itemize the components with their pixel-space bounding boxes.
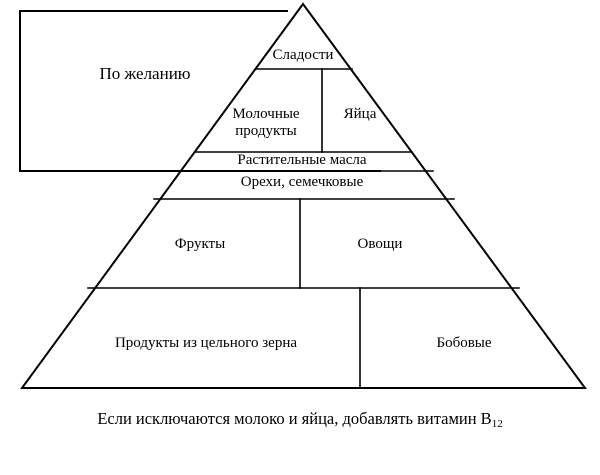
label-legumes: Бобовые [436,335,492,351]
label-optional: По желанию [99,64,191,83]
label-grains: Продукты из цельного зерна [114,335,298,351]
label-oils: Растительные масла [237,152,367,168]
label-sweets: Сладости [272,47,334,63]
pyramid-caption: Если исключаются молоко и яйца, добавлят… [0,409,600,430]
caption-text: Если исключаются молоко и яйца, добавлят… [97,409,492,428]
label-vegetables: Овощи [357,236,403,252]
caption-subscript: 12 [491,418,503,431]
label-eggs: Яйца [343,106,377,122]
label-nuts: Орехи, семечковые [240,174,364,190]
label-dairy: Молочные продукты [232,106,300,139]
pyramid-outline [20,2,587,389]
label-fruits: Фрукты [174,236,226,252]
